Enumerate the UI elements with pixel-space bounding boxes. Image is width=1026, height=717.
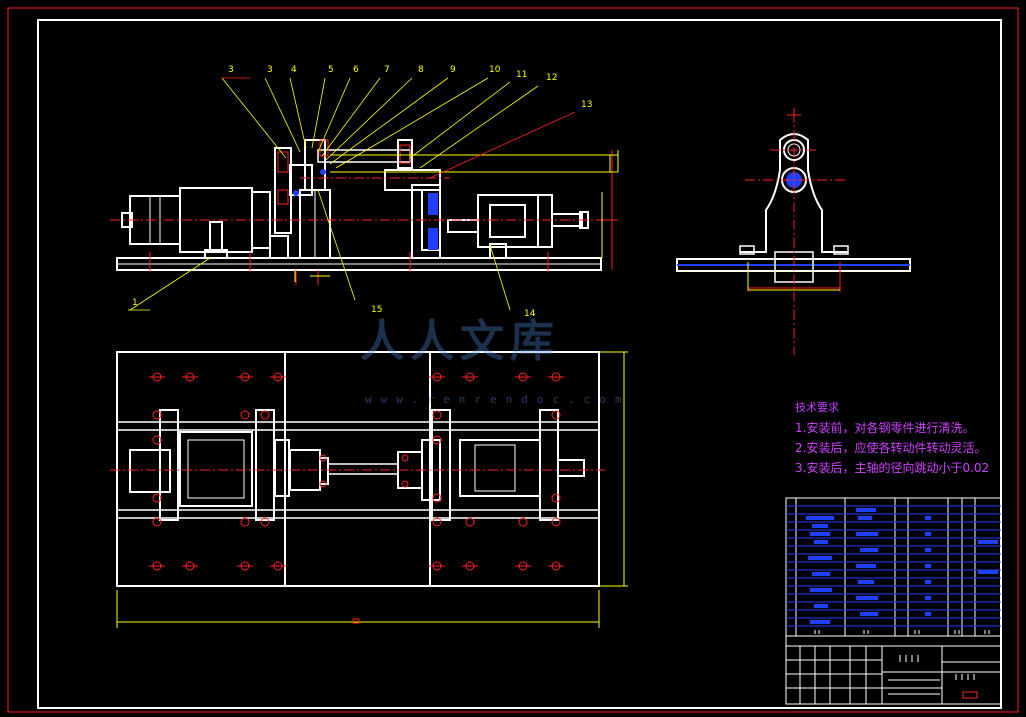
balloon-label: 4 bbox=[291, 65, 297, 75]
front-view-blue-parts bbox=[293, 169, 438, 250]
tech-title: 技术要求 bbox=[795, 401, 839, 414]
balloon-label: 12 bbox=[546, 73, 557, 83]
drawing-border bbox=[37, 19, 1002, 709]
balloon-label: 9 bbox=[450, 65, 456, 75]
side-view-centerlines bbox=[745, 108, 845, 355]
balloon-label: 11 bbox=[516, 70, 527, 80]
balloon-label: 7 bbox=[384, 65, 390, 75]
tech-item: 3.安装后，主轴的径向跳动小于0.02 bbox=[795, 461, 990, 475]
balloon-label: 1 bbox=[132, 298, 138, 308]
title-block-marks bbox=[814, 630, 990, 695]
leader-lines bbox=[128, 77, 539, 311]
top-view-bolts bbox=[110, 372, 605, 571]
balloon-label: 14 bbox=[524, 309, 536, 319]
balloon-labels: 3 3 4 5 6 7 8 9 10 11 12 13 1 15 14 bbox=[132, 65, 592, 319]
balloon-label: 10 bbox=[489, 65, 501, 75]
front-view bbox=[116, 139, 602, 271]
balloon-label: 5 bbox=[328, 65, 334, 75]
balloon-label: 8 bbox=[418, 65, 424, 75]
balloon-label: 15 bbox=[371, 305, 382, 315]
parts-list-rows bbox=[786, 505, 1001, 627]
sheet-outer-frame bbox=[7, 7, 1019, 713]
title-block bbox=[785, 635, 1002, 705]
watermark-logo: 人人文库 bbox=[360, 316, 560, 367]
parts-list bbox=[785, 497, 1002, 637]
bolt-row-inner bbox=[152, 410, 561, 527]
balloon-label: 6 bbox=[353, 65, 359, 75]
bolt-row-top bbox=[149, 372, 564, 382]
balloon-label: 3 bbox=[228, 65, 234, 75]
balloon-label: 13 bbox=[581, 100, 592, 110]
leader-lines-red bbox=[222, 77, 576, 179]
title-block-stamp bbox=[962, 691, 978, 699]
top-view-dimensions bbox=[116, 351, 628, 628]
side-view-dimension bbox=[747, 262, 840, 291]
top-view bbox=[116, 351, 600, 587]
tech-item: 2.安装后，应使各转动件转动灵活。 bbox=[795, 441, 987, 455]
balloon-label: 3 bbox=[267, 65, 273, 75]
technical-requirements: 技术要求 1.安装前，对各钢零件进行清洗。 2.安装后，应使各转动件转动灵活。 … bbox=[795, 398, 989, 478]
tech-item: 1.安装前，对各钢零件进行清洗。 bbox=[795, 421, 975, 435]
parts-list-entries bbox=[806, 508, 998, 624]
bolt-row-bottom bbox=[149, 561, 564, 571]
front-view-dimensions bbox=[294, 150, 619, 282]
watermark-url: www.renrendoc.com bbox=[365, 393, 631, 406]
